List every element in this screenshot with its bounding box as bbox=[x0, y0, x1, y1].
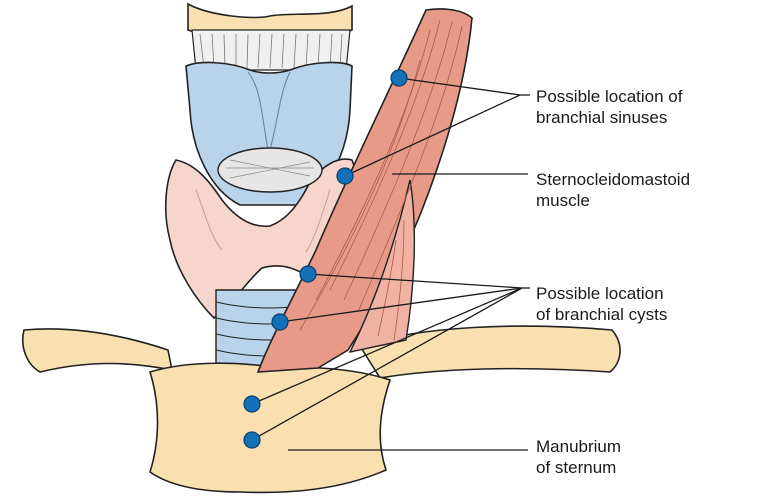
leader-sinus-1 bbox=[398, 77, 521, 96]
sinus-marker-2 bbox=[336, 167, 354, 185]
leader-cyst-1 bbox=[307, 273, 523, 289]
sinus-marker-1 bbox=[390, 69, 408, 87]
label-sternocleidomastoid: Sternocleidomastoid muscle bbox=[536, 169, 690, 211]
label-branchial-cysts-line-1: Possible location bbox=[536, 284, 664, 303]
label-branchial-cysts: Possible location of branchial cysts bbox=[536, 283, 667, 325]
cyst-marker-3 bbox=[243, 395, 261, 413]
label-sternocleidomastoid-line-2: muscle bbox=[536, 191, 590, 210]
location-markers bbox=[243, 69, 408, 449]
thyrohyoid-membrane bbox=[191, 29, 351, 71]
label-sternocleidomastoid-line-1: Sternocleidomastoid bbox=[536, 170, 691, 189]
cyst-marker-1 bbox=[299, 265, 317, 283]
clavicles bbox=[22, 325, 621, 379]
label-branchial-sinuses-line-1: Possible location of bbox=[536, 87, 683, 106]
label-manubrium-line-2: of sternum bbox=[536, 458, 617, 477]
label-branchial-sinuses: Possible location of branchial sinuses bbox=[536, 86, 682, 128]
leader-cyst-3 bbox=[251, 287, 523, 405]
glottis bbox=[217, 147, 323, 193]
label-manubrium: Manubrium of sternum bbox=[536, 436, 621, 478]
label-manubrium-line-1: Manubrium bbox=[536, 437, 622, 456]
cyst-marker-4 bbox=[243, 431, 261, 449]
leader-cyst-2 bbox=[279, 287, 523, 323]
leader-cyst-4 bbox=[251, 287, 523, 441]
label-branchial-cysts-line-2: of branchial cysts bbox=[536, 305, 668, 324]
leader-sinus-2 bbox=[344, 94, 521, 177]
leader-lines bbox=[251, 77, 530, 451]
label-branchial-sinuses-line-2: branchial sinuses bbox=[536, 108, 668, 127]
cyst-marker-2 bbox=[271, 313, 289, 331]
